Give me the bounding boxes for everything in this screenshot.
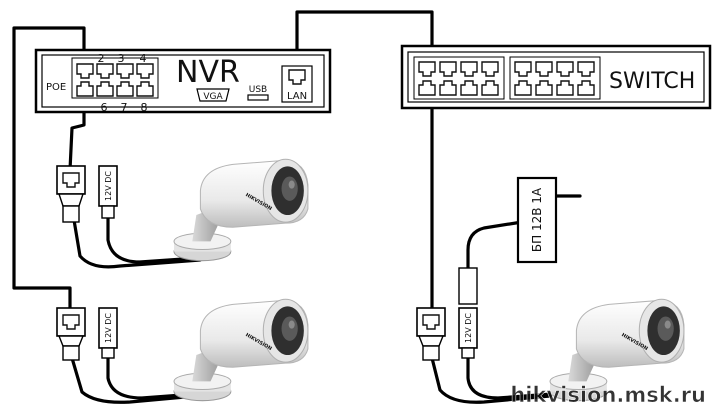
cable-lines xyxy=(12,10,582,404)
vga-port-icon xyxy=(196,88,230,102)
switch-title: SWITCH xyxy=(609,69,695,94)
nvr-unit: POE 2 3 4 6 7 8 NVR VGA USB LAN xyxy=(34,48,332,114)
rj45-plug-camera2 xyxy=(56,307,86,361)
usb-label: USB xyxy=(249,85,267,95)
connectors-camera3: 12V DC xyxy=(416,267,478,361)
switch-inner-frame xyxy=(407,51,705,103)
dc-plug-camera3: 12V DC xyxy=(458,267,478,359)
port-number-2: 2 xyxy=(98,52,105,65)
cable-camera3-power xyxy=(466,354,554,400)
power-supply-box xyxy=(516,176,558,264)
camera-1: HIKVISION xyxy=(173,158,309,262)
connectors-camera1: 12V DC xyxy=(56,165,118,223)
cable-camera3-data xyxy=(430,356,552,404)
port-number-3: 3 xyxy=(118,52,125,65)
cable-camera1-data xyxy=(72,218,202,269)
usb-port-icon xyxy=(247,94,269,101)
cable-psu-to-camera3 xyxy=(466,220,524,270)
switch-port-group-2 xyxy=(509,56,601,100)
dc-plug-camera1: 12V DC xyxy=(98,165,118,219)
rj45-plug-camera3 xyxy=(416,307,446,361)
dc-label-camera2: 12V DC xyxy=(104,313,113,343)
nvr-poe-label: POE xyxy=(46,82,66,93)
camera-3: HIKVISION xyxy=(549,298,685,402)
connectors-camera2: 12V DC xyxy=(56,307,118,361)
rj45-plug-camera1 xyxy=(56,165,86,223)
vga-label: VGA xyxy=(203,92,223,102)
cable-camera2-data xyxy=(70,356,198,404)
port-number-8: 8 xyxy=(141,101,148,114)
nvr-title: NVR xyxy=(176,55,240,90)
camera-2: HIKVISION xyxy=(173,298,309,402)
port-number-6: 6 xyxy=(101,101,108,114)
dc-label-camera3: 12V DC xyxy=(464,313,473,343)
cable-lan-to-switch xyxy=(295,10,434,70)
watermark-text: hikvision.msk.ru xyxy=(510,383,706,407)
network-switch: SWITCH xyxy=(400,44,712,110)
nvr-poe-port-group xyxy=(71,57,159,99)
port-number-7: 7 xyxy=(121,101,128,114)
cable-nvr-to-camera2 xyxy=(12,26,86,314)
cable-camera2-power xyxy=(106,354,198,400)
dc-label-camera1: 12V DC xyxy=(104,171,113,201)
dc-plug-camera2: 12V DC xyxy=(98,307,118,359)
power-supply-unit: БП 12В 1А xyxy=(516,176,558,264)
port-number-4: 4 xyxy=(140,52,147,65)
power-supply-label: БП 12В 1А xyxy=(530,187,544,252)
lan-label: LAN xyxy=(287,91,307,102)
switch-port-group-1 xyxy=(413,56,505,100)
cable-camera1-power xyxy=(106,216,200,264)
